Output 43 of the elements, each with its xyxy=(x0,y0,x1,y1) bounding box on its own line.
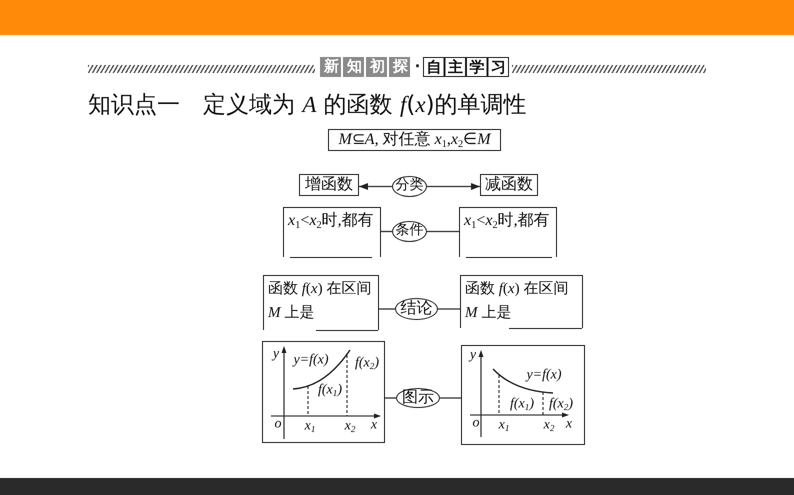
value-label: f(x$_{2}$) xyxy=(549,396,573,412)
box-text: 函数 f(x) 在区间 M 上是 xyxy=(464,280,570,323)
axis-label: y xyxy=(272,346,280,362)
text-box: 减函数 xyxy=(480,174,538,196)
value-label: f(x$_{1}$) xyxy=(318,382,342,398)
connector-line xyxy=(385,397,396,399)
tick-label: x$_{2}$ xyxy=(344,418,356,434)
text-box: M⊆A, 对任意 x$_{1}$,x$_{2}$∈M xyxy=(328,129,501,151)
connector-line xyxy=(379,308,395,310)
ellipse-label: 条件 xyxy=(392,221,427,242)
axis-label: x xyxy=(566,416,572,432)
value-label: f(x$_{1}$) xyxy=(510,396,534,412)
section-tag: 自主学习 xyxy=(423,57,509,77)
value-label: f(x$_{2}$) xyxy=(355,356,379,370)
box-text: 函数 f(x) 在区间 M 上是 xyxy=(266,280,372,323)
connector-line xyxy=(381,230,392,232)
ellipse-label: 分类 xyxy=(392,176,427,197)
text-box xyxy=(459,207,557,257)
connector-line xyxy=(427,230,459,232)
separator-dot: · xyxy=(414,57,422,77)
box-text: x$_{1}$<x$_{2}$时,都有 xyxy=(462,210,551,233)
text-box xyxy=(263,275,379,330)
text-box xyxy=(460,275,583,328)
tick-label: x$_{1}$ xyxy=(498,418,510,432)
ellipse-label: 图示 xyxy=(396,388,440,408)
arrow xyxy=(359,183,392,190)
axis-label: y xyxy=(470,348,476,362)
connector-line xyxy=(438,308,460,310)
curve-label: y=f(x) xyxy=(293,352,329,368)
tick-label: x$_{1}$ xyxy=(304,418,316,434)
ellipse-label: 结论 xyxy=(395,298,438,320)
text-box: 增函数 xyxy=(299,174,359,196)
axis-label: x xyxy=(370,418,378,432)
heading: 知识点一 定义域为 A 的函数 f(x)的单调性 xyxy=(88,91,527,119)
tick-label: x$_{2}$ xyxy=(544,418,554,432)
curve-label: y=f(x) xyxy=(526,368,562,382)
origin-label: o xyxy=(274,416,282,432)
connector-line xyxy=(440,397,461,399)
arrow xyxy=(427,183,480,190)
origin-label: o xyxy=(472,416,480,430)
section-tag: 新知初探 xyxy=(320,57,412,77)
text-box xyxy=(283,207,381,257)
box-text: x$_{1}$<x$_{2}$时,都有 xyxy=(286,210,375,233)
